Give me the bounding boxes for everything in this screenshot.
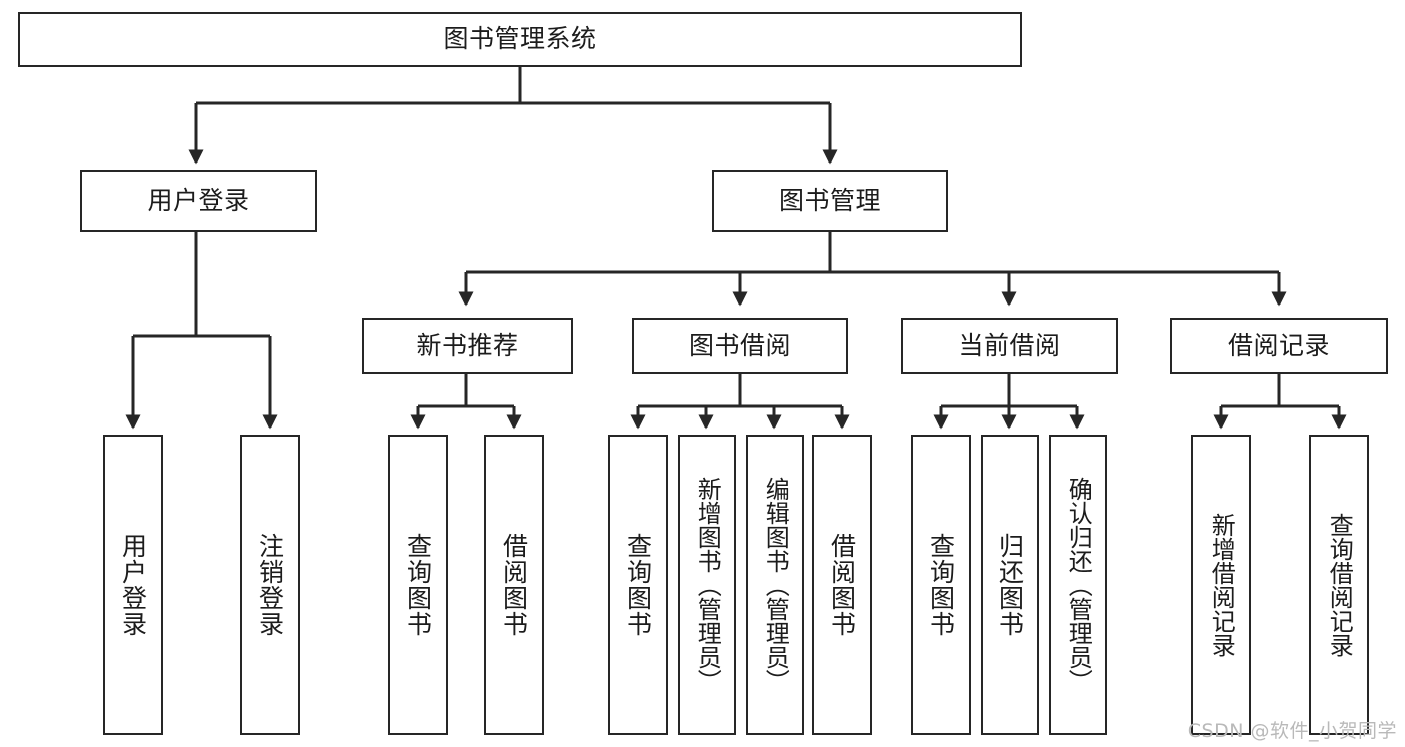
node-leaf-user-login-label: 用户登录 <box>118 533 148 637</box>
node-leaf-add-record-label: 新增借阅记录 <box>1207 513 1236 657</box>
node-leaf-edit-book-admin[interactable]: 编辑图书（管理员） <box>746 435 804 735</box>
node-leaf-query-book-1-label: 查询图书 <box>403 533 433 637</box>
node-leaf-borrow-book-1[interactable]: 借阅图书 <box>484 435 544 735</box>
node-leaf-logout[interactable]: 注销登录 <box>240 435 300 735</box>
node-borrow-record-label: 借阅记录 <box>1227 330 1330 360</box>
node-leaf-query-book-2-label: 查询图书 <box>623 533 653 637</box>
node-leaf-borrow-book-2[interactable]: 借阅图书 <box>812 435 872 735</box>
node-borrow-record[interactable]: 借阅记录 <box>1170 318 1388 374</box>
node-root[interactable]: 图书管理系统 <box>18 12 1022 67</box>
node-leaf-return-book-label: 归还图书 <box>995 533 1025 637</box>
node-leaf-borrow-book-1-label: 借阅图书 <box>499 533 529 637</box>
node-leaf-logout-label: 注销登录 <box>255 533 285 637</box>
node-leaf-add-book-admin-label: 新增图书（管理员） <box>693 477 722 693</box>
node-book-borrow[interactable]: 图书借阅 <box>632 318 848 374</box>
node-leaf-query-book-3[interactable]: 查询图书 <box>911 435 971 735</box>
node-book-manage-label: 图书管理 <box>778 185 881 215</box>
node-leaf-query-record[interactable]: 查询借阅记录 <box>1309 435 1369 735</box>
node-leaf-add-record[interactable]: 新增借阅记录 <box>1191 435 1251 735</box>
node-leaf-query-book-2[interactable]: 查询图书 <box>608 435 668 735</box>
node-leaf-query-book-3-label: 查询图书 <box>926 533 956 637</box>
node-leaf-borrow-book-2-label: 借阅图书 <box>827 533 857 637</box>
node-leaf-query-record-label: 查询借阅记录 <box>1325 513 1354 657</box>
node-leaf-confirm-return-admin[interactable]: 确认归还（管理员） <box>1049 435 1107 735</box>
node-leaf-add-book-admin[interactable]: 新增图书（管理员） <box>678 435 736 735</box>
node-user-login-label: 用户登录 <box>147 185 250 215</box>
node-leaf-return-book[interactable]: 归还图书 <box>981 435 1039 735</box>
node-leaf-query-book-1[interactable]: 查询图书 <box>388 435 448 735</box>
node-leaf-edit-book-admin-label: 编辑图书（管理员） <box>761 477 790 693</box>
node-current-borrow[interactable]: 当前借阅 <box>901 318 1118 374</box>
node-new-book-recommend-label: 新书推荐 <box>416 330 519 360</box>
node-root-label: 图书管理系统 <box>443 24 597 54</box>
node-book-borrow-label: 图书借阅 <box>688 330 791 360</box>
node-leaf-user-login[interactable]: 用户登录 <box>103 435 163 735</box>
node-book-manage[interactable]: 图书管理 <box>712 170 948 232</box>
node-current-borrow-label: 当前借阅 <box>958 330 1061 360</box>
node-leaf-confirm-return-admin-label: 确认归还（管理员） <box>1064 477 1093 693</box>
node-new-book-recommend[interactable]: 新书推荐 <box>362 318 573 374</box>
node-user-login[interactable]: 用户登录 <box>80 170 317 232</box>
